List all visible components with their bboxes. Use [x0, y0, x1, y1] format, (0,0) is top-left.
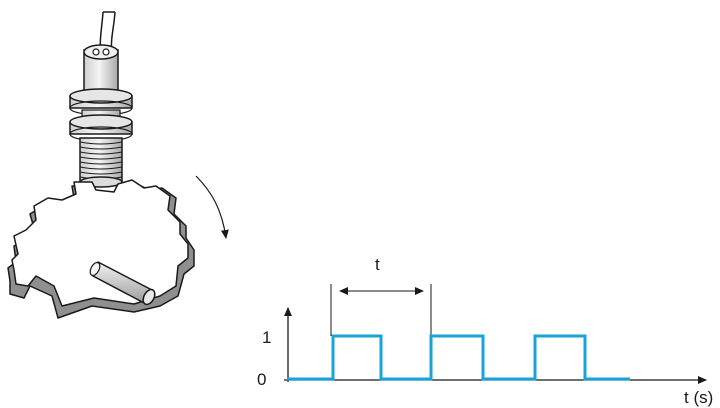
signal-waveform: [287, 334, 630, 381]
period-label: t: [375, 255, 380, 274]
pulse-chart: 1 0 t (s) t: [257, 255, 713, 407]
rotation-arrow-icon: [195, 175, 229, 239]
toothed-wheel-icon: [7, 179, 195, 319]
x-axis-label: t (s): [684, 388, 713, 407]
y-low-label: 0: [257, 370, 266, 389]
proximity-sensor-icon: [69, 11, 133, 188]
y-high-label: 1: [262, 328, 271, 347]
